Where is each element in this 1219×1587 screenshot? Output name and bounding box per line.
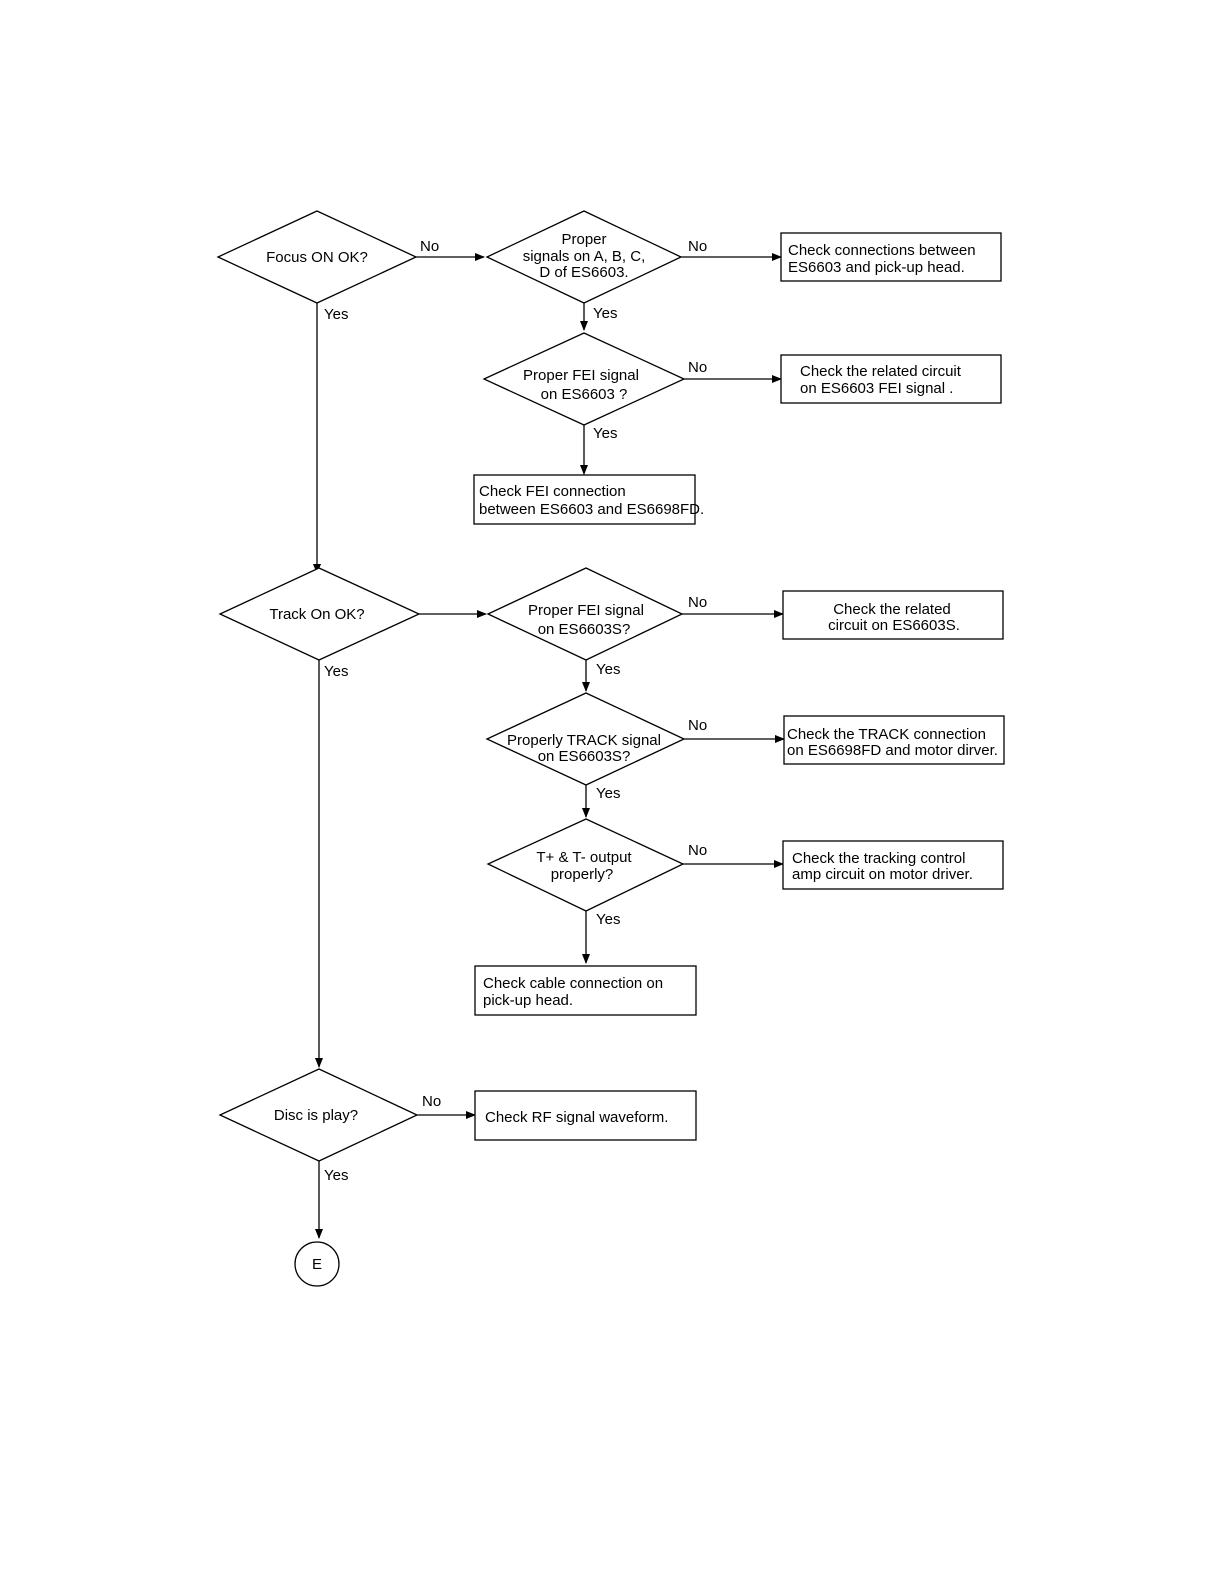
svg-text:on ES6603S?: on ES6603S? xyxy=(538,621,631,638)
svg-text:Check cable connection on: Check cable connection on xyxy=(483,975,663,992)
svg-text:on ES6603 ?: on ES6603 ? xyxy=(541,386,628,403)
label-no: No xyxy=(688,359,707,376)
svg-text:between ES6603 and ES6698FD.: between ES6603 and ES6698FD. xyxy=(479,501,704,518)
svg-text:signals on A, B, C,: signals on A, B, C, xyxy=(523,248,646,265)
svg-text:Proper: Proper xyxy=(561,231,606,248)
decision-proper-fei-track: Proper FEI signal on ES6603S? xyxy=(486,567,684,661)
svg-text:circuit on ES6603S.: circuit on ES6603S. xyxy=(828,617,960,634)
label-no: No xyxy=(422,1093,441,1110)
svg-text:on ES6698FD and motor dirver.: on ES6698FD and motor dirver. xyxy=(787,742,998,759)
action-check-connections: Check connections between ES6603 and pic… xyxy=(780,232,1002,282)
svg-text:pick-up head.: pick-up head. xyxy=(483,992,573,1009)
svg-text:on ES6603S?: on ES6603S? xyxy=(538,748,631,765)
svg-text:Check the TRACK connection: Check the TRACK connection xyxy=(787,726,986,743)
svg-text:Properly TRACK signal: Properly TRACK signal xyxy=(507,732,661,749)
decision-proper-fei-focus: Proper FEI signal on ES6603 ? xyxy=(482,332,686,426)
svg-text:Focus ON OK?: Focus ON OK? xyxy=(266,249,368,266)
label-no: No xyxy=(688,717,707,734)
action-check-related-fei: Check the related circuit on ES6603 FEI … xyxy=(780,354,1002,404)
connector-e: E xyxy=(294,1241,340,1287)
label-yes: Yes xyxy=(324,663,348,680)
svg-text:amp circuit on motor driver.: amp circuit on motor driver. xyxy=(792,866,973,883)
decision-t-output: T+ & T- output properly? xyxy=(486,818,685,912)
label-yes: Yes xyxy=(596,911,620,928)
svg-text:ES6603 and pick-up head.: ES6603 and pick-up head. xyxy=(788,259,965,276)
decision-properly-track: Properly TRACK signal on ES6603S? xyxy=(485,692,686,786)
svg-text:on ES6603 FEI signal .: on ES6603 FEI signal . xyxy=(800,380,953,397)
svg-text:Check the tracking control: Check the tracking control xyxy=(792,850,965,867)
label-yes: Yes xyxy=(596,661,620,678)
label-no: No xyxy=(420,238,439,255)
label-yes: Yes xyxy=(324,306,348,323)
svg-text:Track On OK?: Track On OK? xyxy=(269,606,364,623)
label-no: No xyxy=(688,238,707,255)
svg-text:Check FEI connection: Check FEI connection xyxy=(479,483,626,500)
label-no: No xyxy=(688,842,707,859)
action-check-rf: Check RF signal waveform. xyxy=(474,1090,697,1141)
svg-text:Check the related circuit: Check the related circuit xyxy=(800,363,962,380)
action-check-cable: Check cable connection on pick-up head. xyxy=(474,965,697,1016)
svg-text:properly?: properly? xyxy=(551,866,614,883)
label-yes: Yes xyxy=(593,305,617,322)
svg-text:E: E xyxy=(312,1256,322,1273)
svg-text:Proper FEI signal: Proper FEI signal xyxy=(528,602,644,619)
svg-text:D of ES6603.: D of ES6603. xyxy=(539,264,628,281)
decision-proper-signals: Proper signals on A, B, C, D of ES6603. xyxy=(485,210,683,304)
label-no: No xyxy=(688,594,707,611)
label-yes: Yes xyxy=(324,1167,348,1184)
action-check-fei-connection: Check FEI connection between ES6603 and … xyxy=(473,474,704,525)
label-yes: Yes xyxy=(596,785,620,802)
svg-text:Proper FEI signal: Proper FEI signal xyxy=(523,367,639,384)
action-check-track-connection: Check the TRACK connection on ES6698FD a… xyxy=(783,715,1005,765)
decision-track-on: Track On OK? xyxy=(218,567,421,661)
branch-labels: No No Yes Yes No Yes No Yes Yes No Yes N… xyxy=(324,238,707,1184)
action-check-related-track: Check the related circuit on ES6603S. xyxy=(782,590,1004,640)
label-yes: Yes xyxy=(593,425,617,442)
decision-disc-play: Disc is play? xyxy=(218,1068,419,1162)
decision-focus-on: Focus ON OK? xyxy=(216,210,418,304)
svg-text:Check connections between: Check connections between xyxy=(788,242,976,259)
connector-lines xyxy=(313,253,785,1239)
svg-text:Disc is play?: Disc is play? xyxy=(274,1107,358,1124)
svg-text:T+ & T- output: T+ & T- output xyxy=(536,849,632,866)
action-check-tracking-control: Check the tracking control amp circuit o… xyxy=(782,840,1004,890)
svg-text:Check RF signal waveform.: Check RF signal waveform. xyxy=(485,1109,668,1126)
svg-text:Check the related: Check the related xyxy=(833,601,951,618)
